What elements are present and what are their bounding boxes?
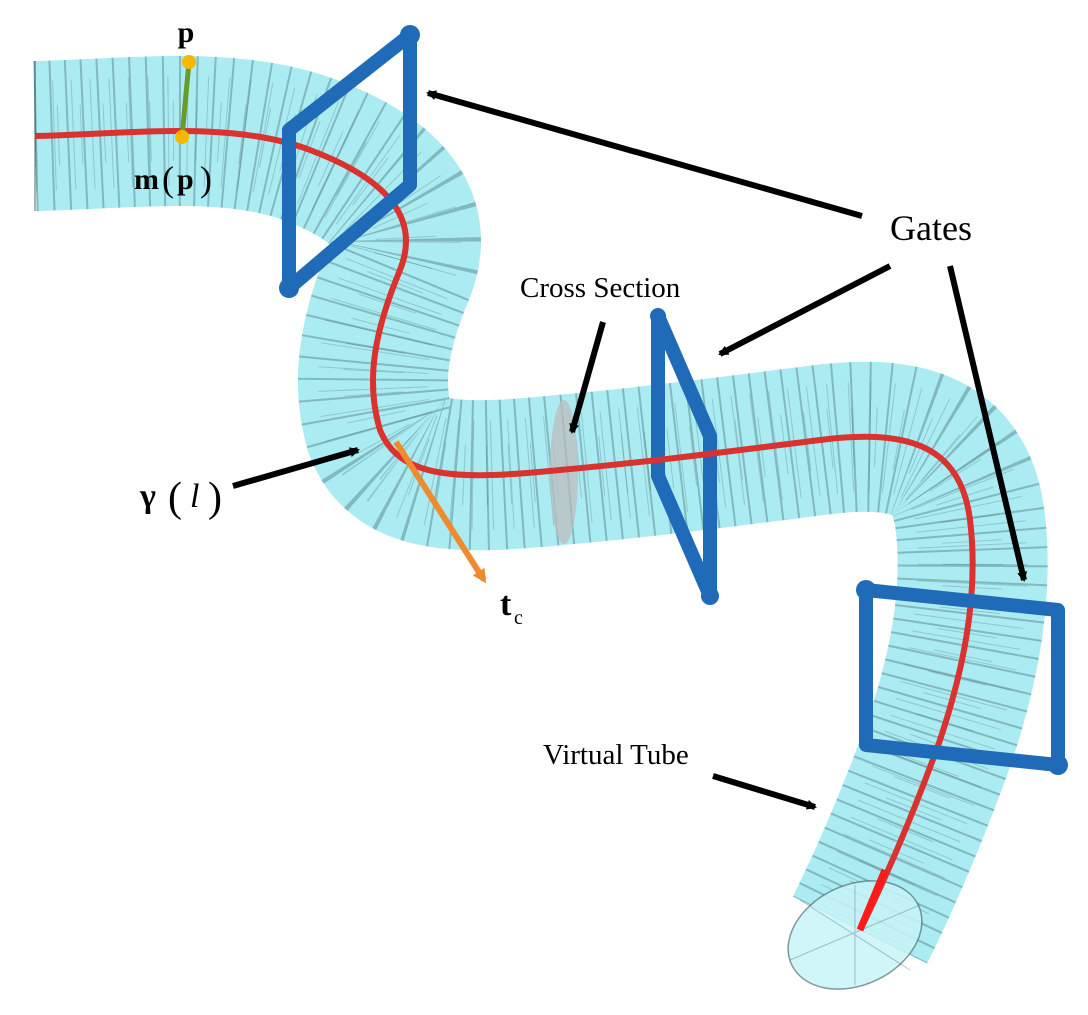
label-cross-section: Cross Section [520,272,681,304]
arrow-gamma [232,447,360,489]
label-virtual-tube: Virtual Tube [543,739,689,771]
label-gamma-paren-close: ) [208,475,222,521]
label-gamma-l: γ ( l ) [139,475,222,521]
label-gamma-paren-open: ( [168,475,182,521]
label-m-paren-open: ( [162,159,174,199]
label-m-arg: p [177,163,194,196]
label-m: m [134,163,159,196]
arrow-gates-to-gate-bottom [947,265,1028,582]
tube-body [33,56,1048,964]
tube-end-cap [787,880,923,990]
label-t-sub: c [514,607,523,629]
label-gates: Gates [890,208,972,248]
arrow-cross-section [569,321,606,434]
gate-middle [650,308,719,605]
gate-bottom [856,580,1068,775]
arrow-virtual-tube [712,773,817,810]
label-t: t [500,586,512,623]
arrow-gates-to-gate-middle [718,263,892,357]
point-m-p [175,130,189,144]
tube-end-cap-mesh [789,885,921,985]
gate-top [279,25,420,298]
label-m-paren-close: ) [200,159,212,199]
tube-centerline-end [856,868,889,932]
label-gamma: γ [139,478,156,515]
arrow-gates-to-gate-top [426,90,863,219]
label-t-c: t c [500,586,523,629]
label-p: p [178,16,195,49]
virtual-tube [33,56,1048,990]
label-gamma-arg: l [190,478,199,515]
label-m-p: m ( p ) [134,159,212,199]
tangent-arrow [393,440,487,584]
normal-segment [179,61,192,138]
point-p [182,55,196,69]
tube-centerline [34,128,976,932]
annotation-arrows [232,90,1028,810]
